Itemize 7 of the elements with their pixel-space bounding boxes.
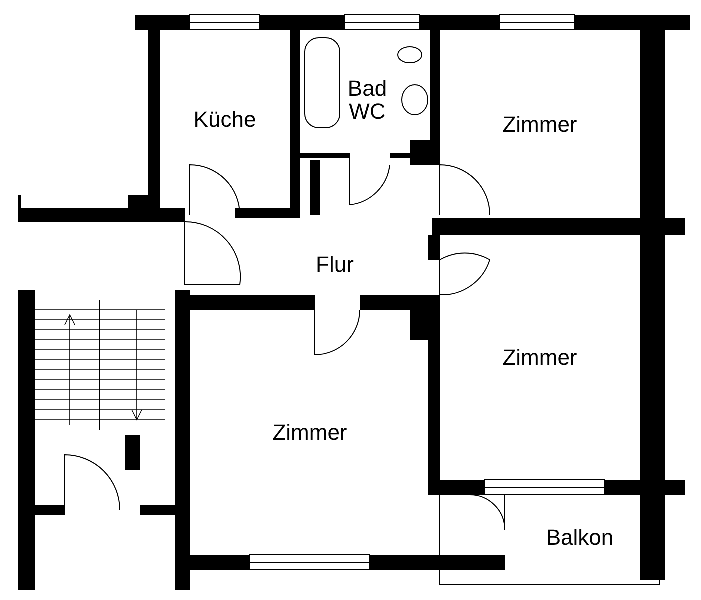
room-label: Balkon	[546, 526, 614, 550]
room-label: Bad WC	[346, 76, 388, 124]
room-label: Zimmer	[502, 113, 578, 137]
room-label: Zimmer	[502, 346, 578, 370]
room-label: Küche	[194, 108, 256, 132]
room-label: Zimmer	[272, 420, 348, 444]
room-label: Flur	[316, 253, 354, 277]
